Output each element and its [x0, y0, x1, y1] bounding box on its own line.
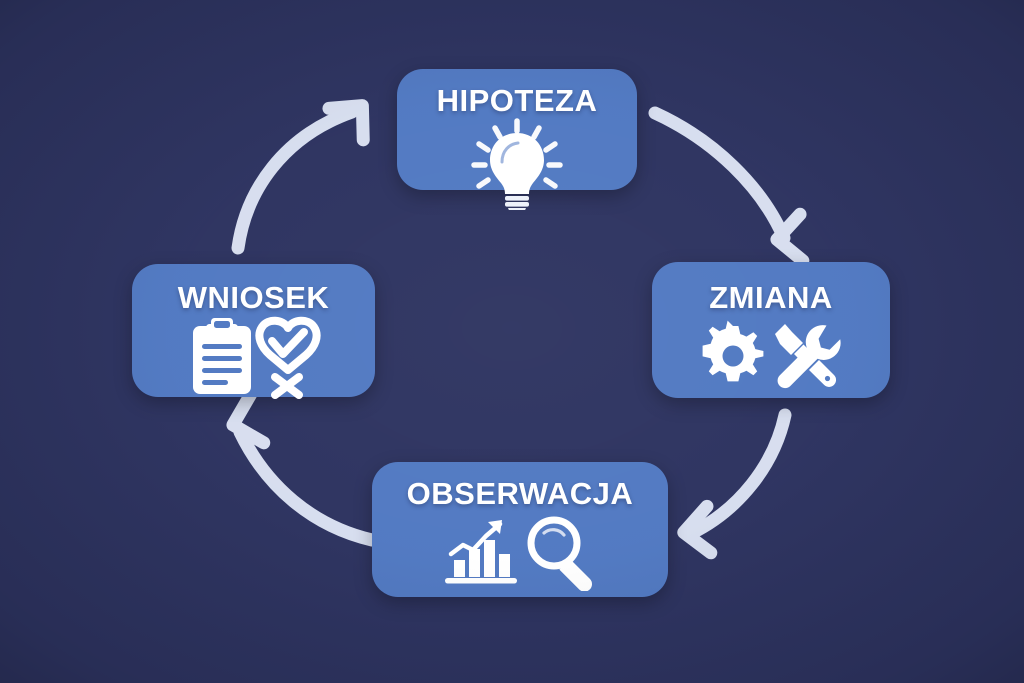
node-icons-hipoteza [397, 118, 637, 210]
node-card-zmiana[interactable]: ZMIANA [652, 262, 890, 398]
node-card-obserwacja[interactable]: OBSERWACJA [372, 462, 668, 597]
clipboard-icon [192, 318, 251, 394]
node-card-hipoteza[interactable]: HIPOTEZA [397, 69, 637, 210]
bar-chart-trend-icon [445, 520, 517, 584]
arrow-zmiana-to-obserwacja [677, 408, 792, 560]
node-card-wniosek[interactable]: WNIOSEK [132, 264, 375, 399]
node-label-wniosek: WNIOSEK [177, 280, 330, 315]
cross-icon [270, 373, 303, 399]
node-icons-zmiana [652, 319, 890, 393]
node-label-obserwacja: OBSERWACJA [406, 476, 634, 511]
arrow-wniosek-to-hipoteza [231, 99, 370, 255]
check-heart-icon [254, 316, 321, 399]
arrow-obserwacja-to-wniosek [226, 387, 379, 547]
node-icons-obserwacja [372, 513, 668, 591]
magnifying-glass-icon [527, 516, 592, 591]
wrench-screwdriver-icon [775, 324, 841, 389]
node-label-zmiana: ZMIANA [709, 280, 833, 315]
node-icons-wniosek [132, 315, 375, 399]
lightbulb-icon [471, 118, 563, 210]
gear-icon [702, 320, 764, 382]
arrow-hipoteza-to-zmiana [648, 106, 810, 268]
node-label-hipoteza: HIPOTEZA [436, 83, 598, 118]
